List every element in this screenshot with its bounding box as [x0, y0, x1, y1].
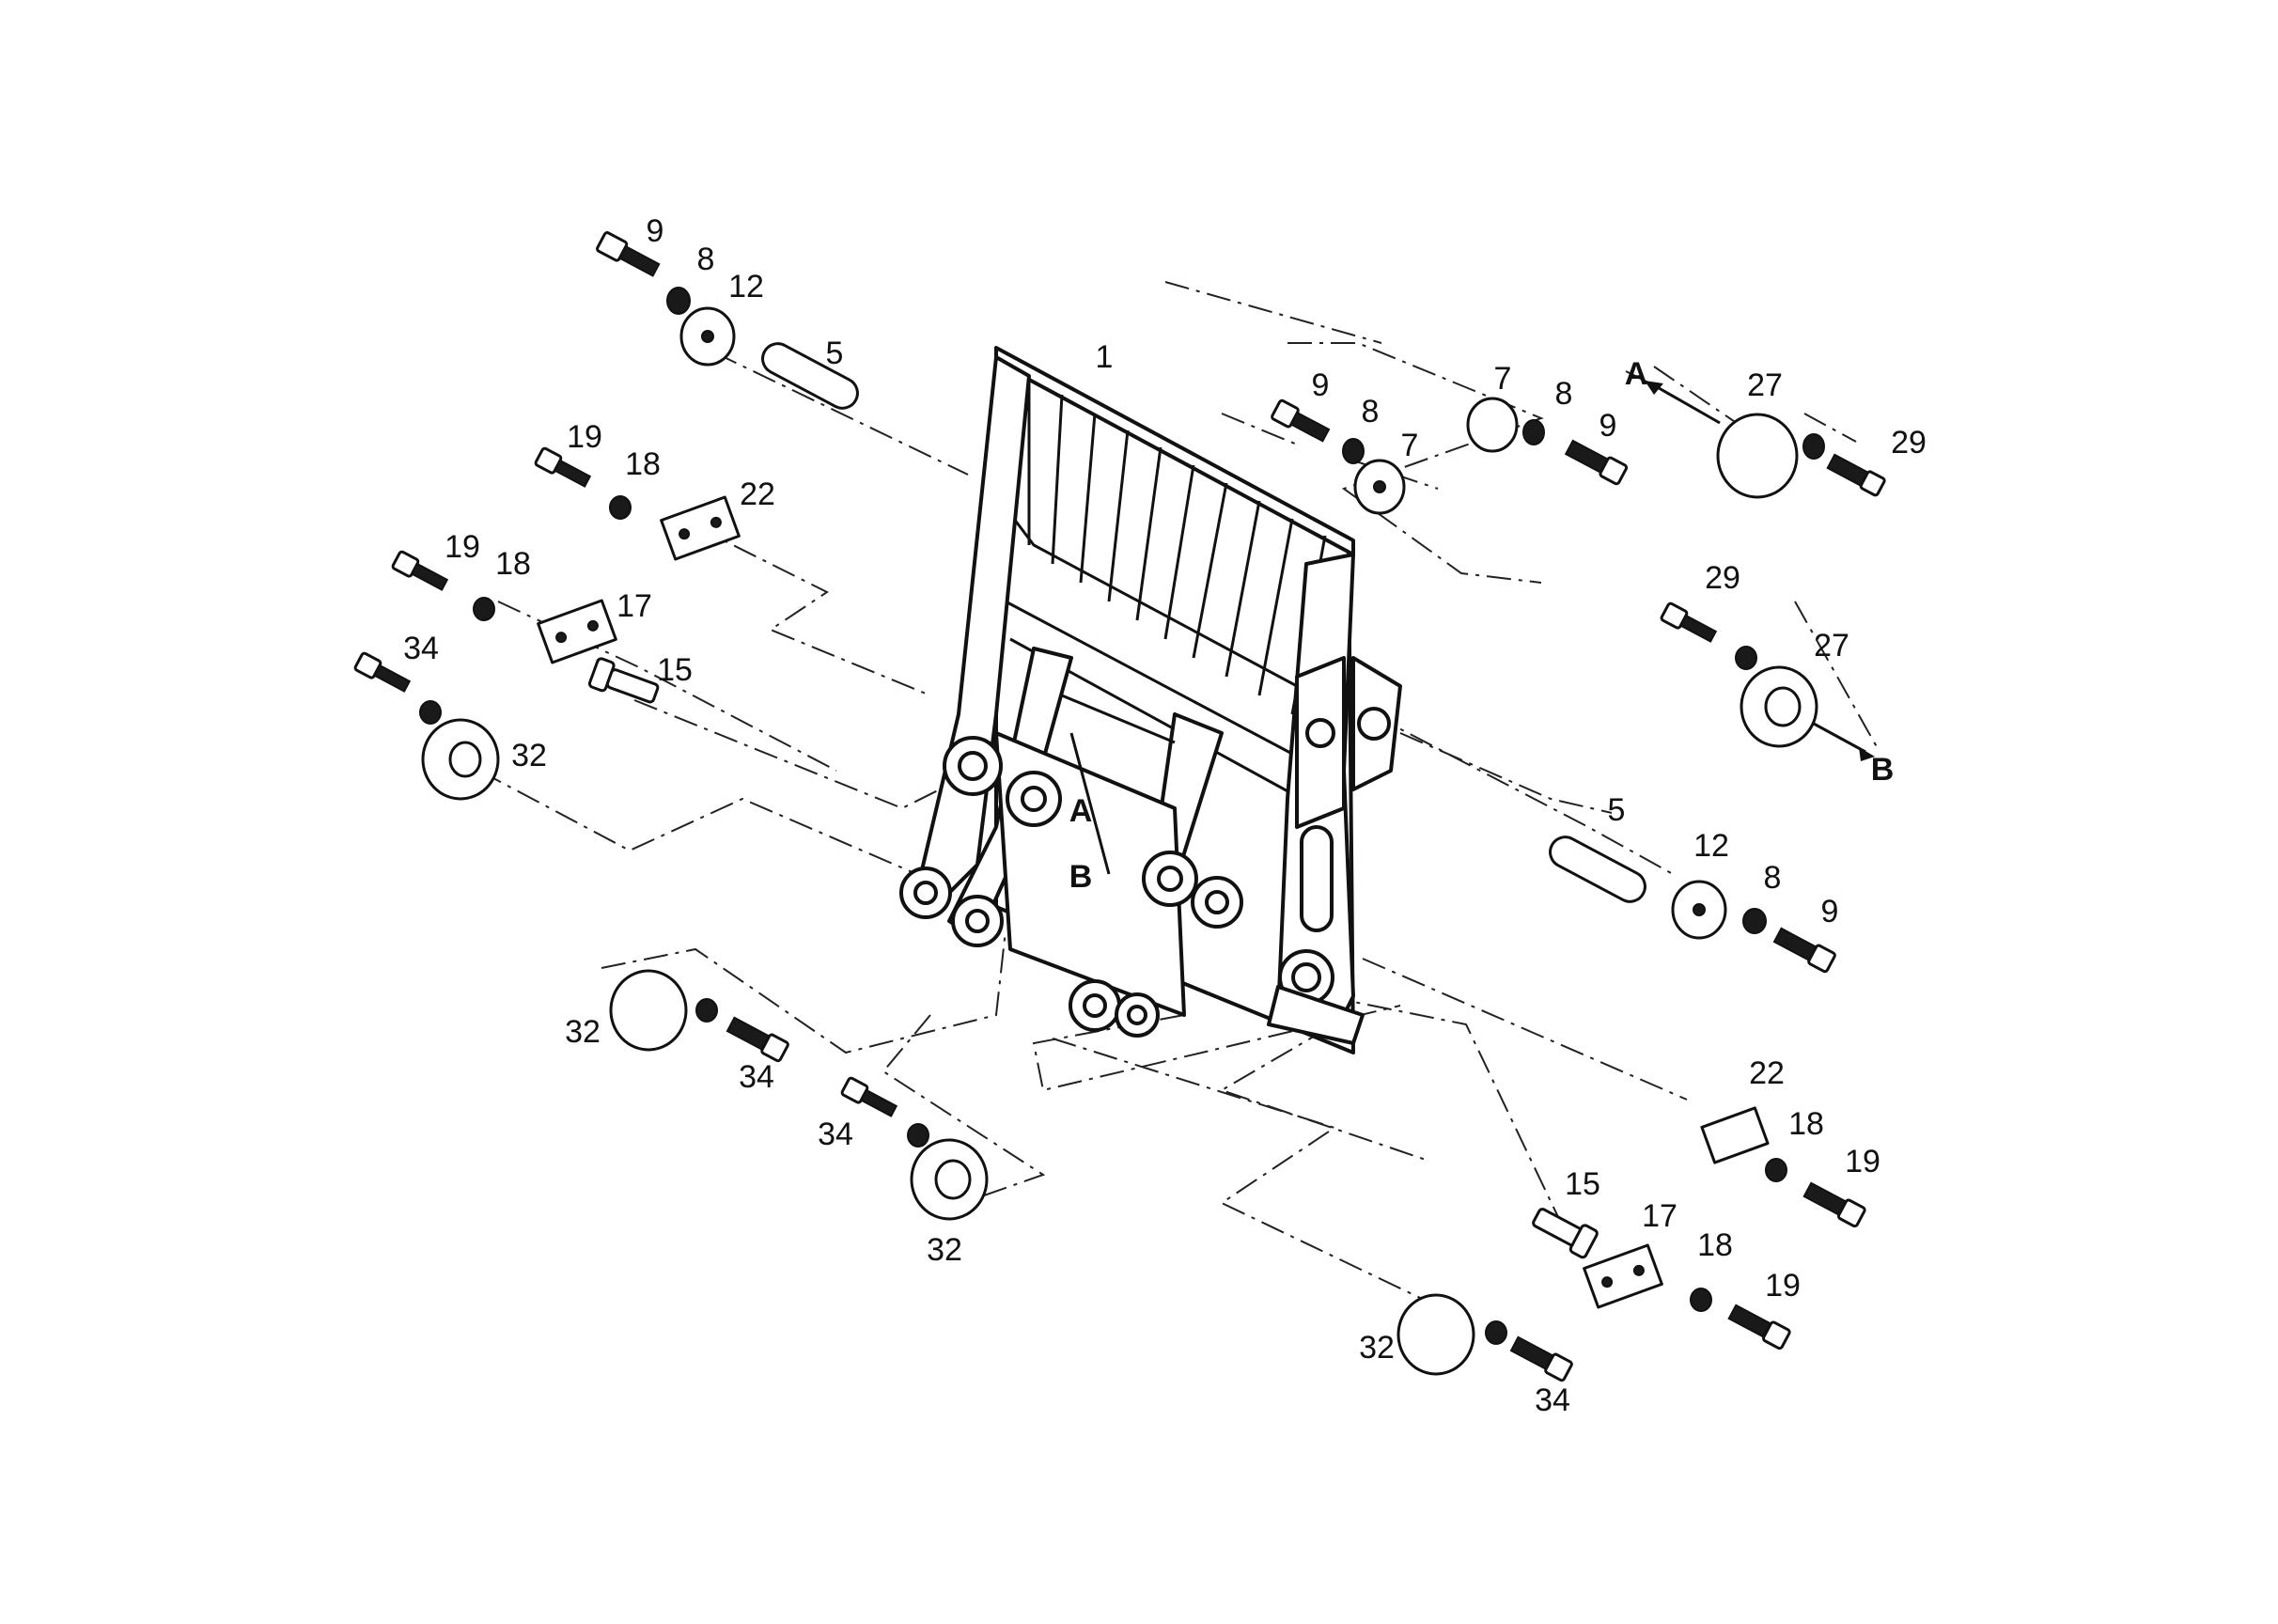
cover-32-left-lower: [609, 969, 688, 1052]
plate-22-right: [1700, 1106, 1770, 1164]
view-marker-a-top: A: [1625, 356, 1648, 392]
callout-7-lower: 7: [1401, 428, 1419, 463]
callout-27-lower: 27: [1814, 628, 1849, 664]
plate-17-left: [537, 599, 617, 664]
bolt-9-lower-right: [1772, 927, 1836, 974]
callout-5-upper: 5: [826, 336, 844, 371]
callout-9-upper-right: 9: [1312, 367, 1330, 403]
callout-9-upper-left: 9: [647, 213, 664, 249]
bolt-19-right-upper: [1802, 1181, 1866, 1228]
callout-34-center: 34: [818, 1116, 853, 1152]
cover-27-upper: [1716, 413, 1799, 499]
callout-5-lower: 5: [1608, 792, 1626, 828]
plate-22-left: [660, 495, 741, 561]
callout-9-lower: 9: [1821, 894, 1839, 929]
callout-17-left: 17: [616, 588, 652, 624]
callout-19-left-lower: 19: [445, 529, 480, 565]
callout-labels: 1 5 5 9 8 12 9 8 7 7 8 9 A 27 29 29 27 B…: [403, 213, 1927, 1418]
loose-parts: [353, 231, 1886, 1382]
pin-15-left: [587, 657, 660, 704]
callout-17-right: 17: [1642, 1198, 1677, 1234]
callout-32-left-lower: 32: [565, 1014, 601, 1050]
callout-19-left-upper: 19: [567, 419, 602, 455]
bolt-29-upper: [1826, 453, 1886, 497]
cover-32-bottom: [1396, 1293, 1475, 1376]
callout-18-right-lower: 18: [1697, 1227, 1733, 1263]
callout-12-lower: 12: [1693, 828, 1729, 864]
callout-22-right: 22: [1749, 1055, 1785, 1091]
pin-5-upper: [761, 342, 859, 410]
callout-34-left-upper: 34: [403, 631, 439, 666]
callout-34-left-lower: 34: [739, 1059, 774, 1095]
callout-8-upper-left: 8: [697, 242, 715, 277]
view-marker-a-frame: A: [1069, 793, 1093, 829]
callout-15-left: 15: [657, 652, 693, 688]
bolt-9-upper-right-b: [1564, 439, 1629, 486]
pin-5-lower: [1549, 835, 1646, 903]
bolt-19-left-upper: [534, 446, 592, 488]
callout-8-lower: 8: [1764, 860, 1782, 896]
callout-8-upper-right: 8: [1362, 394, 1380, 429]
bolt-34-center: [840, 1076, 898, 1117]
main-frame: A B: [899, 346, 1402, 1054]
callout-32-bottom: 32: [1359, 1330, 1395, 1366]
callout-7-upper: 7: [1494, 361, 1512, 397]
view-marker-b-frame: B: [1069, 859, 1093, 895]
washer-8-upper-left: [666, 287, 691, 315]
bolt-34-left-lower: [726, 1016, 789, 1063]
callout-9-upper-right-b: 9: [1599, 408, 1617, 444]
view-marker-b-right: B: [1871, 752, 1895, 788]
callout-22-left: 22: [740, 476, 775, 512]
callout-29-upper: 29: [1891, 425, 1927, 461]
bolt-34-bottom: [1509, 1335, 1573, 1382]
bolt-9-upper-right: [1271, 398, 1331, 443]
bolt-9-upper-left: [596, 231, 661, 277]
bolt-29-lower: [1660, 601, 1718, 643]
bolt-19-right-lower: [1727, 1304, 1791, 1351]
plate-17-right: [1583, 1243, 1663, 1309]
callout-19-right-upper: 19: [1845, 1144, 1880, 1179]
callout-18-left-upper: 18: [625, 446, 661, 482]
callout-32-left-upper: 32: [511, 738, 547, 773]
callout-8-upper-right-b: 8: [1555, 376, 1573, 412]
callout-27-upper: 27: [1747, 367, 1783, 403]
callout-29-lower: 29: [1705, 560, 1740, 596]
callout-12-upper-left: 12: [728, 269, 764, 304]
bolt-19-left-lower: [391, 550, 449, 591]
callout-32-center: 32: [927, 1232, 962, 1268]
callout-34-bottom: 34: [1535, 1382, 1570, 1418]
bolt-34-left-upper: [353, 651, 412, 693]
callout-19-right-lower: 19: [1765, 1268, 1801, 1304]
callout-1: 1: [1096, 339, 1114, 375]
callout-15-right: 15: [1565, 1166, 1600, 1202]
disc-7-upper: [1466, 397, 1519, 453]
pin-15-right: [1532, 1208, 1599, 1259]
callout-18-left-lower: 18: [495, 546, 531, 582]
callout-18-right-upper: 18: [1788, 1106, 1824, 1142]
